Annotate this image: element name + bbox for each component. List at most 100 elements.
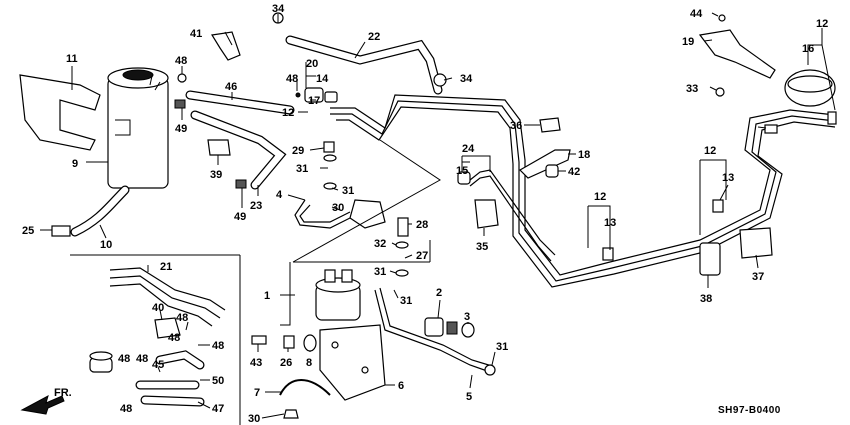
grommet (303, 334, 317, 352)
diagram-code: SH97-B0400 (718, 405, 781, 416)
callout-44: 44 (690, 8, 703, 20)
callout-17: 17 (308, 95, 320, 107)
bracket-38 (699, 242, 721, 276)
washer-31 (395, 269, 409, 277)
callout-22: 22 (368, 31, 380, 43)
bracket-39 (207, 139, 231, 156)
callout-31: 31 (400, 295, 412, 307)
grommet-42 (545, 164, 559, 178)
pipe-clip (712, 199, 724, 213)
callout-28: 28 (416, 219, 428, 231)
callout-39: 39 (210, 169, 222, 181)
bracket-37 (739, 227, 773, 259)
fasteners-26-43 (251, 334, 317, 352)
callout-8: 8 (306, 357, 312, 369)
callout-48: 48 (136, 353, 148, 365)
callout-49: 49 (175, 123, 187, 135)
charcoal-canister (107, 67, 169, 189)
washer-31 (323, 182, 337, 190)
callout-19: 19 (682, 36, 694, 48)
callout-5: 5 (466, 391, 472, 403)
callout-13: 13 (722, 172, 734, 184)
clamp-49 (235, 179, 247, 189)
callout-13: 13 (604, 217, 616, 229)
bolt-29 (323, 141, 335, 153)
callout-1: 1 (264, 290, 270, 302)
hose-10 (51, 185, 130, 237)
bracket-35 (474, 199, 499, 229)
callout-9: 9 (72, 158, 78, 170)
filter-band (279, 379, 331, 419)
hose-fitting (51, 225, 71, 237)
hose-46 (185, 90, 295, 115)
canister-bracket (19, 74, 101, 151)
callout-24: 24 (462, 143, 475, 155)
leader-lines (40, 12, 836, 419)
fuel-hose-4 (294, 199, 386, 229)
banjo-bolt-set (323, 141, 409, 277)
callout-33: 33 (686, 83, 698, 95)
callout-4: 4 (276, 189, 283, 201)
callout-35: 35 (476, 241, 488, 253)
fitting-15 (457, 171, 471, 185)
pipe-clips (602, 111, 837, 261)
pipe-clip (602, 247, 614, 261)
washer-32 (395, 241, 409, 249)
clip-48 (177, 73, 187, 83)
callout-18: 18 (578, 149, 590, 161)
callout-30: 30 (332, 202, 344, 214)
mid-hardware (457, 117, 571, 229)
callout-20: 20 (306, 58, 318, 70)
nut-26 (283, 335, 295, 349)
washer-3 (461, 322, 475, 338)
callout-11: 11 (66, 53, 78, 65)
fitting-body (446, 321, 458, 335)
inset-detail (70, 254, 241, 425)
callout-34: 34 (460, 73, 473, 85)
bolt-33 (715, 87, 725, 97)
bolt-28 (397, 217, 409, 237)
callout-47: 47 (212, 403, 224, 415)
callout-48: 48 (212, 340, 224, 352)
bolt-43 (251, 335, 267, 345)
fuel-filter (315, 269, 361, 321)
callout-12: 12 (704, 145, 716, 157)
washer-31 (323, 154, 337, 162)
callout-25: 25 (22, 225, 34, 237)
callout-3: 3 (464, 311, 470, 323)
pipe-clip (827, 111, 837, 125)
callout-10: 10 (100, 239, 112, 251)
clip-36 (539, 117, 561, 133)
bracket-41 (211, 31, 241, 61)
callout-21: 21 (160, 261, 172, 273)
callout-40: 40 (152, 302, 164, 314)
callout-37: 37 (752, 271, 764, 283)
callout-6: 6 (398, 380, 404, 392)
callout-41: 41 (190, 28, 202, 40)
hose-22 (285, 35, 443, 95)
callout-31: 31 (374, 266, 386, 278)
main-pipe-bundle (330, 94, 836, 288)
hose-23 (190, 110, 287, 190)
callout-48: 48 (120, 403, 132, 415)
callout-29: 29 (292, 145, 304, 157)
callout-7: 7 (254, 387, 260, 399)
callout-31: 31 (296, 163, 308, 175)
callout-43: 43 (250, 357, 262, 369)
callout-45: 45 (152, 359, 164, 371)
callout-27: 27 (416, 250, 428, 262)
callout-49: 49 (234, 211, 246, 223)
filter-bracket (319, 324, 386, 401)
callout-2: 2 (436, 287, 442, 299)
callout-42: 42 (568, 166, 580, 178)
callout-48: 48 (175, 55, 187, 67)
bolt-44 (718, 14, 726, 22)
callout-48: 48 (168, 332, 180, 344)
fuel-hose-5 (374, 287, 496, 376)
callout-48: 48 (286, 73, 298, 85)
front-direction-label: FR. (54, 387, 72, 399)
bracket-18 (519, 149, 571, 179)
callout-26: 26 (280, 357, 292, 369)
callout-16: 16 (802, 43, 814, 55)
